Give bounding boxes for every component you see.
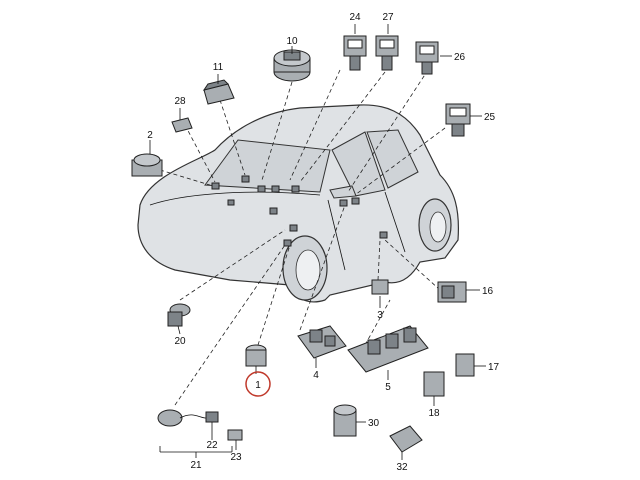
callout-3: 3: [377, 310, 383, 321]
callout-labels: 10 11 28 2 24 27 26 25 16 3 20 4 5 1 17 …: [147, 12, 499, 473]
callout-24: 24: [349, 12, 361, 23]
part-20-icon[interactable]: [167, 303, 191, 327]
part-17-icon[interactable]: [455, 353, 475, 377]
part-25-icon[interactable]: [445, 103, 471, 137]
callout-2: 2: [147, 130, 153, 141]
part-26-icon[interactable]: [415, 41, 439, 75]
leader-lines: [159, 69, 446, 406]
highlight-circle: [245, 371, 271, 397]
callout-30: 30: [368, 418, 380, 429]
part-11-icon[interactable]: [202, 79, 235, 105]
callout-4: 4: [313, 370, 319, 381]
callout-25: 25: [484, 112, 496, 123]
callout-21: 21: [190, 460, 202, 471]
part-18-icon[interactable]: [423, 371, 445, 397]
part-4-icon[interactable]: [297, 325, 347, 359]
callout-32: 32: [396, 462, 408, 473]
part-28-icon[interactable]: [171, 117, 193, 133]
part-5-icon[interactable]: [347, 325, 429, 373]
part-23-icon[interactable]: [227, 429, 243, 441]
callout-20: 20: [174, 336, 186, 347]
callout-18: 18: [428, 408, 440, 419]
callout-leaders: [149, 24, 486, 460]
part-16-icon[interactable]: [437, 281, 467, 303]
callout-27: 27: [382, 12, 394, 23]
callout-26: 26: [454, 52, 466, 63]
callout-11: 11: [213, 62, 224, 73]
part-1-icon[interactable]: [245, 344, 267, 367]
car-outline: [137, 104, 460, 303]
part-2-icon[interactable]: [131, 153, 163, 177]
part-32-icon[interactable]: [389, 425, 423, 453]
callout-10: 10: [286, 36, 298, 47]
callout-17: 17: [488, 362, 500, 373]
part-3-icon[interactable]: [371, 279, 389, 295]
part-27-icon[interactable]: [375, 35, 399, 71]
callout-22: 22: [206, 440, 218, 451]
callout-28: 28: [174, 96, 186, 107]
callout-16: 16: [482, 286, 494, 297]
callout-5: 5: [385, 382, 391, 393]
part-21-icon[interactable]: [157, 409, 219, 427]
part-24-icon[interactable]: [343, 35, 367, 71]
part-30-icon[interactable]: [333, 404, 357, 437]
callout-23: 23: [230, 452, 242, 463]
part-10-icon[interactable]: [273, 49, 311, 82]
callout-1: 1: [255, 380, 261, 391]
